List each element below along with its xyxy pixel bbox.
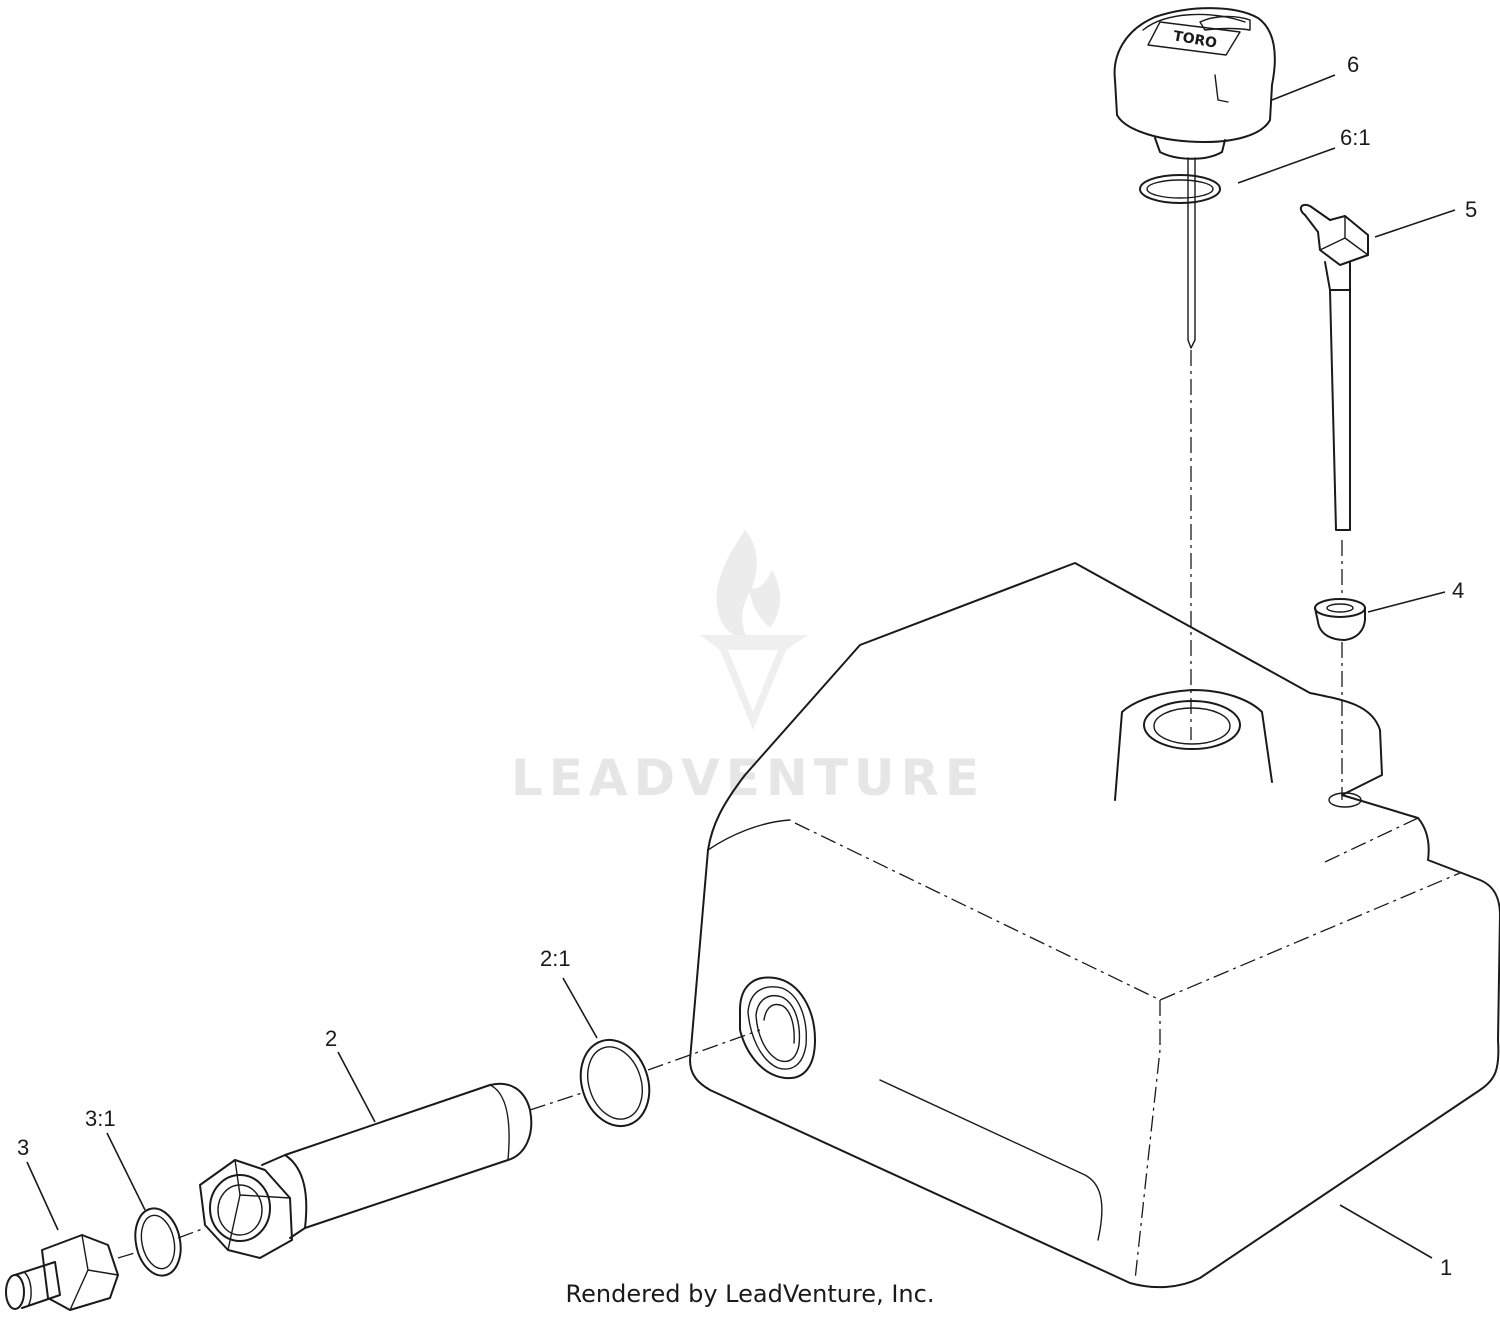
render-credit: Rendered by LeadVenture, Inc. (565, 1280, 935, 1308)
assembly-centerlines (117, 350, 1343, 1259)
part-3-hose-barb-fitting (5, 1234, 119, 1311)
callout-1: 1 (1440, 1255, 1452, 1280)
callout-2: 2 (325, 1026, 337, 1051)
part-2-pickup-tube (199, 1082, 533, 1259)
callout-6: 6 (1347, 52, 1359, 77)
callout-3-1: 3:1 (85, 1106, 116, 1131)
part-5-vent-tube (1299, 204, 1369, 531)
callout-6-1: 6:1 (1340, 125, 1371, 150)
watermark-brand-text: LEADVENTURE (511, 749, 985, 807)
part-2-1-oring (579, 1038, 651, 1128)
callout-3: 3 (17, 1135, 29, 1160)
leadventure-flame-logo (700, 530, 808, 730)
leadventure-watermark: LEADVENTURE (511, 530, 985, 807)
part-6-1-oring (1139, 174, 1221, 204)
part-6-cap: TORO (1113, 7, 1276, 160)
part-6-dipstick (1187, 157, 1196, 349)
part-3-1-oring (134, 1207, 182, 1277)
callout-4: 4 (1452, 578, 1464, 603)
cap-brand-text: TORO (1172, 28, 1218, 51)
callout-leaders (26, 74, 1456, 1259)
callout-labels: 6 6:1 5 4 1 2 2:1 3:1 3 (17, 52, 1477, 1280)
callout-2-1: 2:1 (540, 946, 571, 971)
part-4-grommet (1314, 598, 1366, 641)
part-1-tank (689, 562, 1500, 1289)
callout-5: 5 (1465, 197, 1477, 222)
